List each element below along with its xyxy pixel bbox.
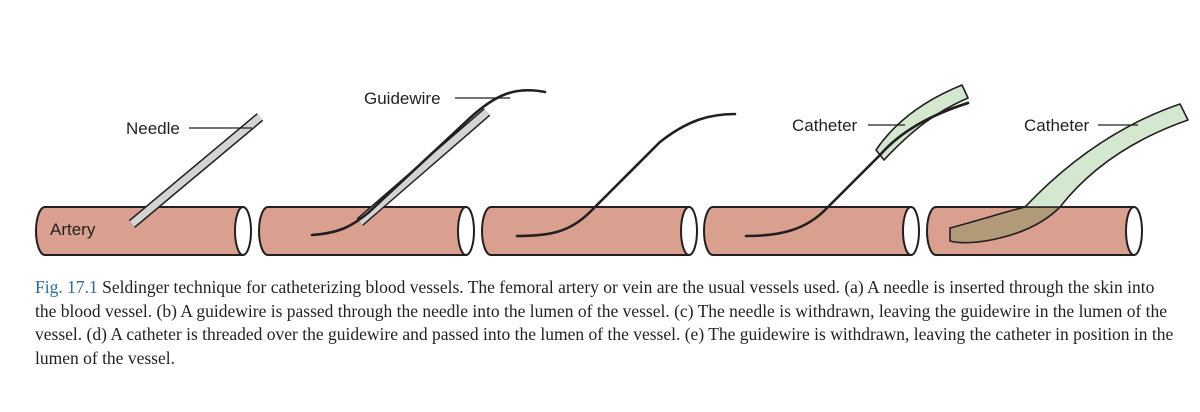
figure-number: Fig. 17.1 [35, 277, 98, 297]
seldinger-diagram: Artery Needle Guidewire Cat [35, 84, 1189, 256]
vessel-b [258, 206, 475, 256]
catheter-label-e: Catheter [1024, 116, 1090, 135]
panel-a: Artery Needle [35, 113, 264, 256]
panel-c [481, 112, 737, 256]
guidewire-b [310, 88, 547, 237]
needle-b [356, 108, 491, 226]
artery-label: Artery [50, 220, 96, 239]
catheter-e [1024, 103, 1189, 208]
guidewire-c [515, 112, 737, 238]
vessel-d [703, 206, 920, 256]
catheter-e-in-vessel [949, 206, 1062, 244]
needle-a [128, 113, 264, 228]
panel-e: Catheter [926, 103, 1189, 256]
vessel-e [926, 206, 1143, 256]
catheter-label-d: Catheter [792, 116, 858, 135]
vessel-a [35, 206, 252, 256]
caption-text: Seldinger technique for catheterizing bl… [35, 277, 1174, 368]
panel-d: Catheter [703, 84, 970, 256]
guidewire-d-inside [878, 101, 970, 157]
figure-caption: Fig. 17.1 Seldinger technique for cathet… [35, 276, 1175, 370]
vessel-c [481, 206, 698, 256]
needle-label: Needle [126, 119, 180, 138]
panel-b: Guidewire [258, 88, 547, 256]
guidewire-label: Guidewire [364, 89, 441, 108]
